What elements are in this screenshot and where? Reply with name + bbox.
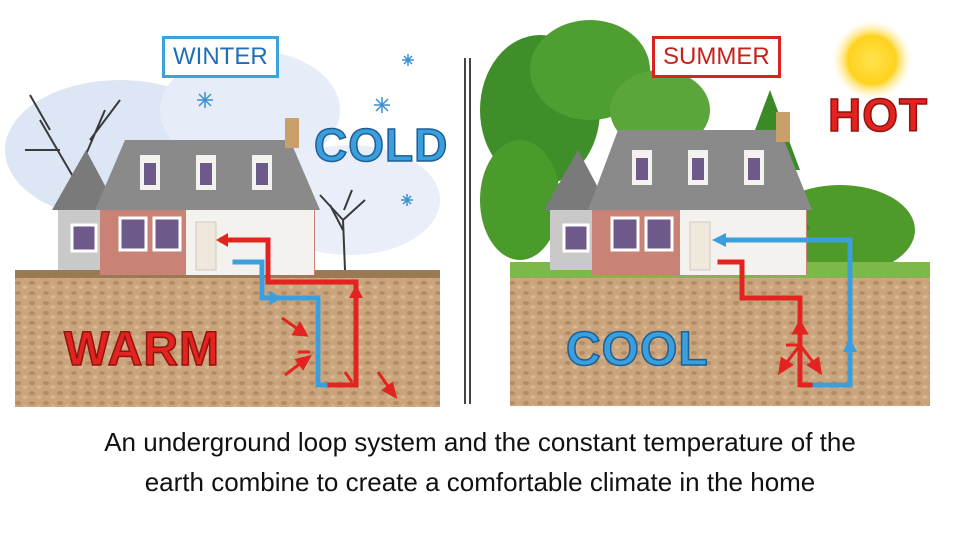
summer-label: SUMMER	[652, 36, 781, 78]
hot-label: HOT	[828, 88, 928, 142]
caption-line-2: earth combine to create a comfortable cl…	[20, 462, 940, 502]
caption: An underground loop system and the const…	[20, 422, 940, 502]
winter-label: WINTER	[162, 36, 279, 78]
warm-label: WARM	[64, 322, 220, 377]
cool-label: COOL	[566, 322, 709, 377]
cold-label: COLD	[314, 118, 448, 172]
panel-divider	[464, 58, 472, 404]
caption-line-1: An underground loop system and the const…	[20, 422, 940, 462]
